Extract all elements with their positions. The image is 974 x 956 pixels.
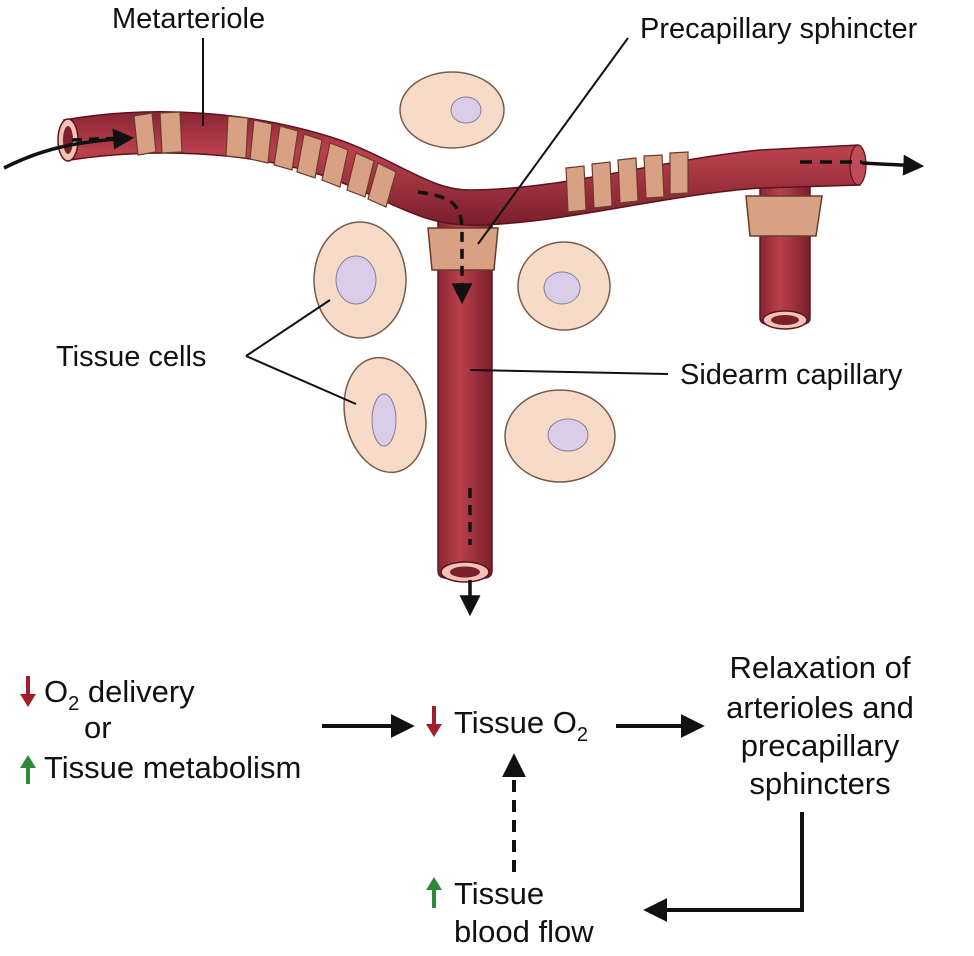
increase-arrow-icon	[20, 755, 36, 784]
flow-dashed-arrow	[71, 136, 126, 142]
leader-lines	[202, 37, 669, 405]
o2-delivery-text: O2 delivery	[44, 674, 195, 715]
label-sidearm-capillary: Sidearm capillary	[680, 359, 903, 391]
svg-text:precapillary: precapillary	[741, 728, 900, 763]
tissue-cell	[517, 241, 611, 331]
flow-out-arrow	[861, 154, 925, 176]
svg-text:Relaxation of: Relaxation of	[730, 650, 911, 685]
decrease-arrow-icon	[426, 706, 442, 737]
svg-text:sphincters: sphincters	[749, 766, 890, 801]
relaxation-text: Relaxation of arterioles and precapillar…	[726, 650, 914, 801]
tissue-o2-text: Tissue O2	[454, 705, 588, 746]
label-metarteriole: Metarteriole	[112, 3, 265, 35]
smooth-muscle-bands	[133, 111, 689, 213]
increase-arrow-icon	[426, 877, 442, 908]
svg-text:arterioles and: arterioles and	[726, 690, 914, 725]
or-text: or	[84, 710, 112, 745]
tissue-cell	[504, 389, 616, 483]
tissue-metabolism-text: Tissue metabolism	[44, 750, 301, 785]
decrease-arrow-icon	[20, 676, 36, 707]
flow-arrow	[643, 812, 804, 922]
tissue-blood-flow-line1: Tissue	[454, 876, 544, 911]
flow-dashed-arrow	[417, 190, 473, 305]
label-tissue-cells: Tissue cells	[56, 341, 206, 373]
tissue-blood-flow-line2: blood flow	[454, 914, 594, 949]
right-sphincter-band	[745, 195, 823, 237]
tissue-cell	[399, 71, 505, 149]
tissue-cell	[343, 356, 427, 474]
tissue-cell	[313, 221, 407, 339]
label-precapillary-sphincter: Precapillary sphincter	[640, 13, 918, 45]
